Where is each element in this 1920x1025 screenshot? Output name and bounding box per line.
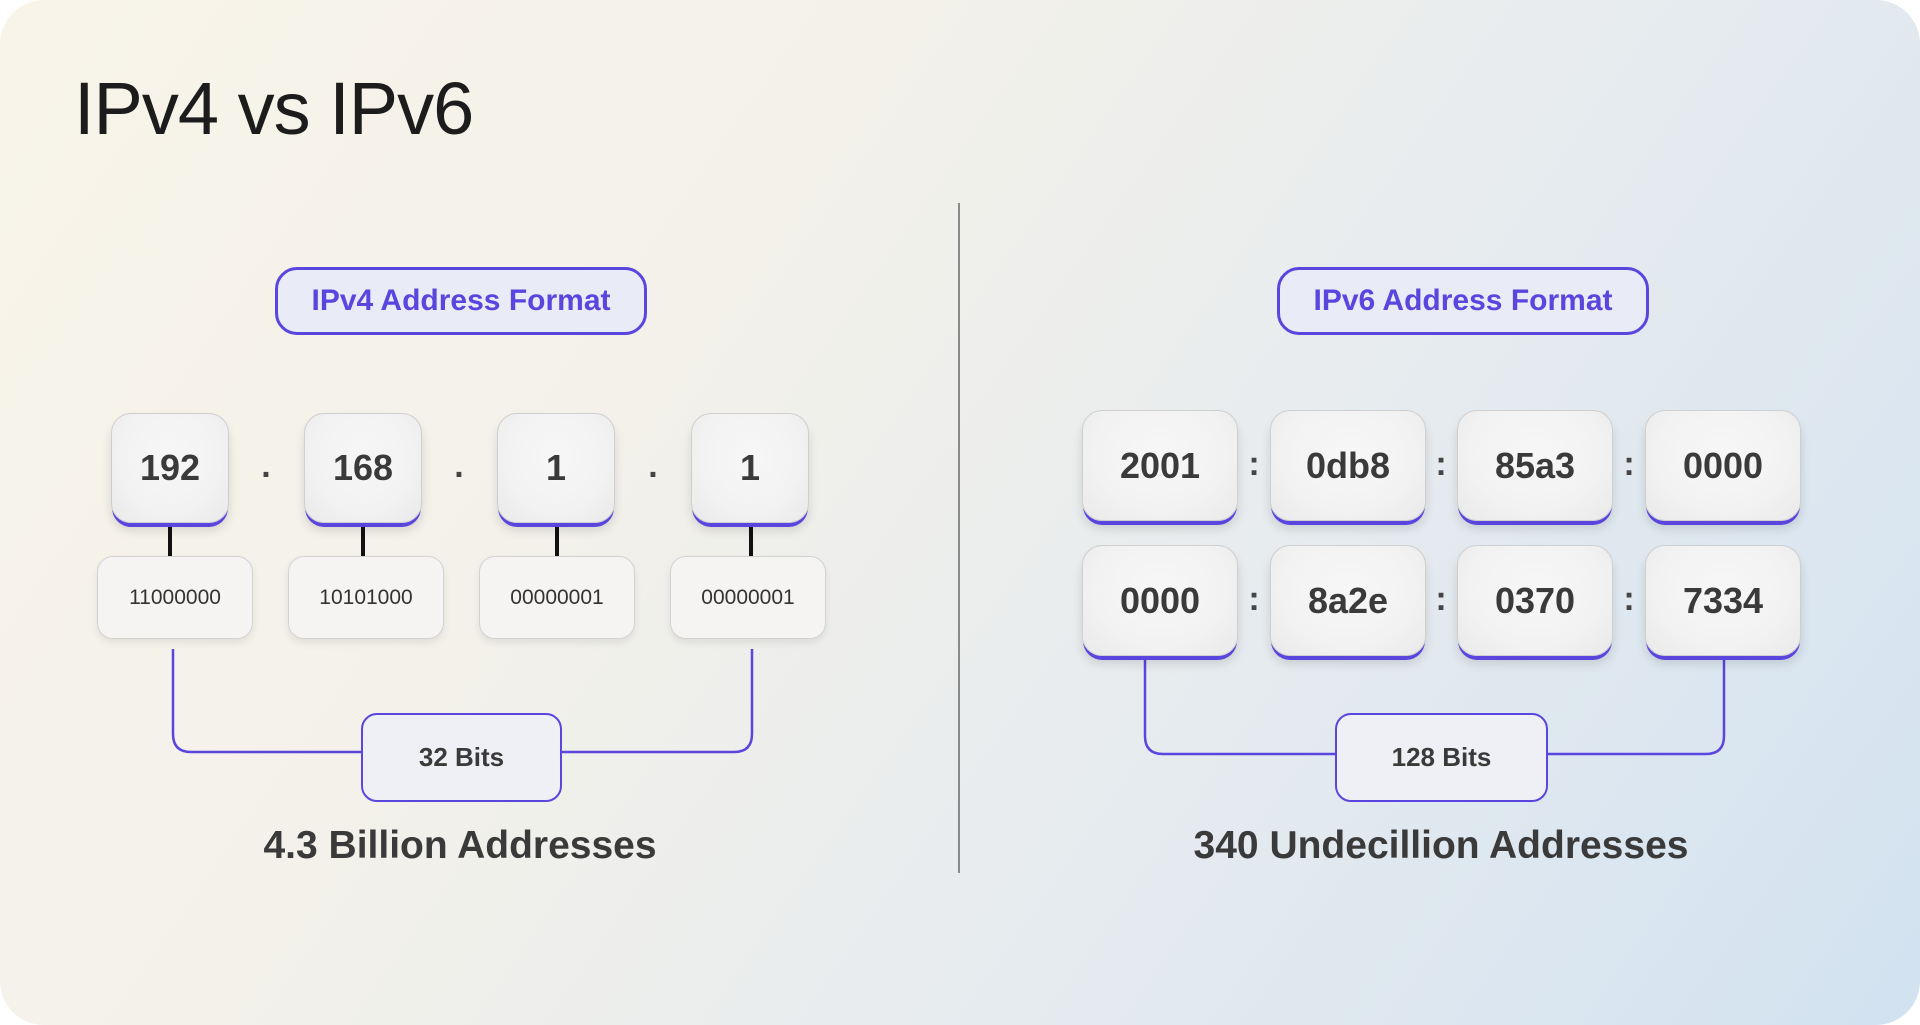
octet-connector bbox=[361, 526, 365, 558]
ipv4-octet: 192 bbox=[111, 413, 229, 523]
ipv4-heading: IPv4 Address Format bbox=[275, 267, 647, 335]
ipv6-group: 85a3 bbox=[1457, 410, 1613, 521]
ipv6-group: 2001 bbox=[1082, 410, 1238, 521]
ipv6-group: 0000 bbox=[1645, 410, 1801, 521]
ipv4-separator: . bbox=[454, 447, 464, 485]
ipv6-separator: : bbox=[1623, 580, 1635, 618]
ipv6-separator: : bbox=[1435, 445, 1447, 483]
ipv6-heading: IPv6 Address Format bbox=[1277, 267, 1649, 335]
ipv4-binary: 10101000 bbox=[288, 556, 444, 639]
ipv4-octet: 1 bbox=[691, 413, 809, 523]
ipv4-bits-label: 32 Bits bbox=[361, 713, 562, 802]
ipv4-binary: 00000001 bbox=[670, 556, 826, 639]
ipv4-separator: . bbox=[648, 447, 658, 485]
ipv6-group: 0db8 bbox=[1270, 410, 1426, 521]
ipv4-summary: 4.3 Billion Addresses bbox=[263, 824, 657, 867]
ipv4-separator: . bbox=[261, 447, 271, 485]
divider bbox=[958, 203, 960, 873]
ipv6-group: 7334 bbox=[1645, 545, 1801, 656]
ipv4-octet: 1 bbox=[497, 413, 615, 523]
octet-connector bbox=[168, 526, 172, 558]
ipv6-group: 0370 bbox=[1457, 545, 1613, 656]
ipv6-bits-label: 128 Bits bbox=[1335, 713, 1548, 802]
octet-connector bbox=[749, 526, 753, 558]
ipv6-group: 0000 bbox=[1082, 545, 1238, 656]
ipv6-bits-bracket bbox=[1143, 660, 1726, 756]
ipv4-binary: 00000001 bbox=[479, 556, 635, 639]
ipv6-separator: : bbox=[1248, 580, 1260, 618]
ipv4-octet: 168 bbox=[304, 413, 422, 523]
ipv6-group: 8a2e bbox=[1270, 545, 1426, 656]
ipv6-separator: : bbox=[1435, 580, 1447, 618]
ipv6-separator: : bbox=[1623, 445, 1635, 483]
octet-connector bbox=[555, 526, 559, 558]
ipv6-separator: : bbox=[1248, 445, 1260, 483]
ipv4-binary: 11000000 bbox=[97, 556, 253, 639]
ipv4-bits-bracket bbox=[171, 649, 754, 754]
ipv6-summary: 340 Undecillion Addresses bbox=[1193, 824, 1689, 867]
page-title: IPv4 vs IPv6 bbox=[74, 67, 474, 150]
